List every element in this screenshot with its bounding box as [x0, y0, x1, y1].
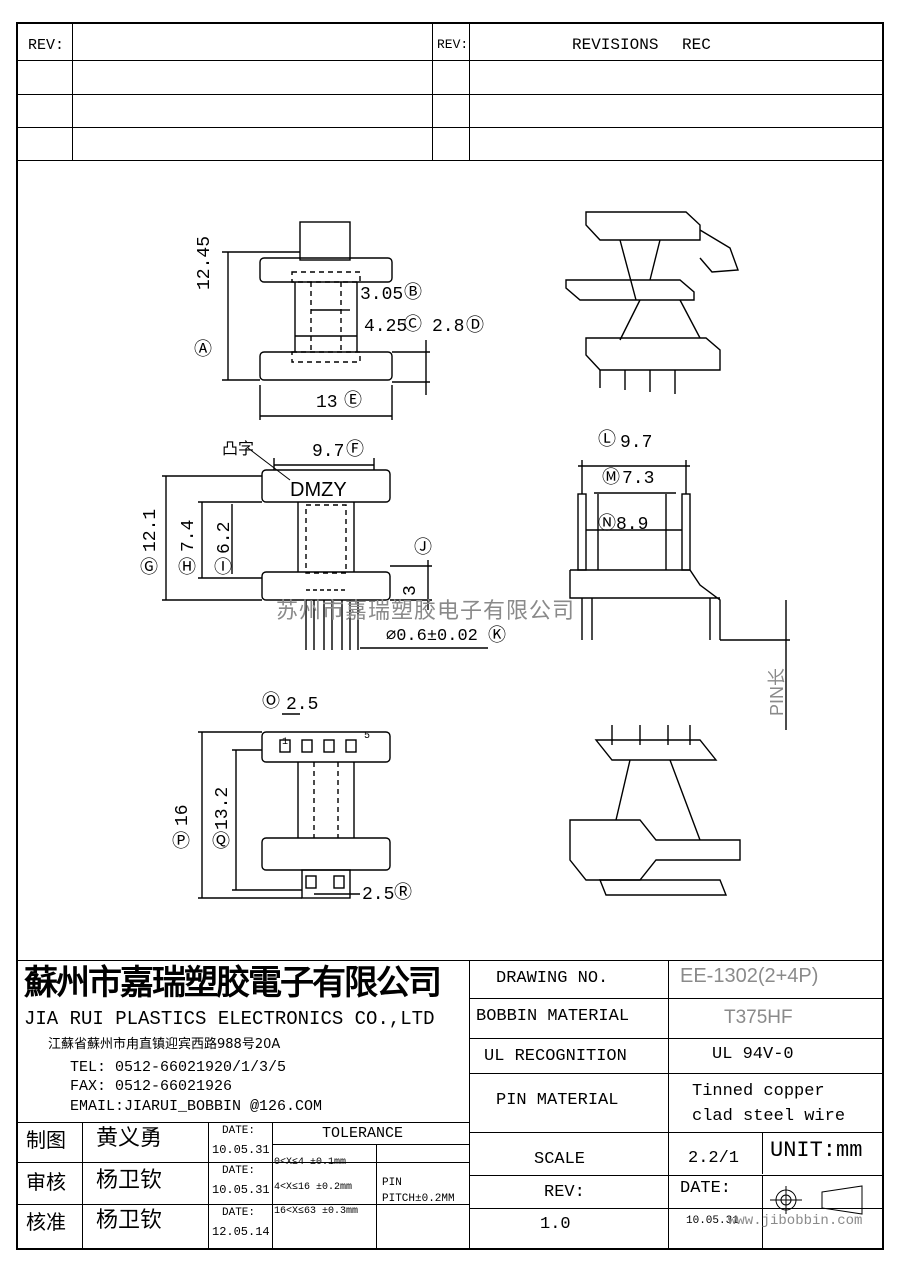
emboss-label: 凸字 [222, 441, 255, 458]
dim-C-value: 4.25 [364, 317, 408, 337]
dim-P-tag: Ⓟ [172, 833, 190, 853]
approval-date-2: 12.05.14 [212, 1225, 270, 1239]
rev-label-right: REV: [437, 37, 469, 52]
pin-material-label: PIN MATERIAL [496, 1091, 619, 1110]
tolerance-row-2: 16<X≤63 ±0.3mm [274, 1206, 359, 1217]
dim-D-value: 2.8 [432, 317, 465, 337]
company-fax: FAX: 0512-66021926 [70, 1078, 233, 1095]
dim-E-tag: Ⓔ [344, 392, 362, 412]
drawing-no: EE-1302(2+4P) [680, 965, 819, 987]
dim-N-tag: Ⓝ [598, 515, 616, 535]
front-view-mid [162, 458, 488, 650]
revisions-label: REVISIONS [572, 36, 659, 54]
approval-name-0: 黄义勇 [96, 1126, 163, 1151]
rec-label: REC [682, 36, 711, 54]
website-watermark: www.jibobbin.com [728, 1213, 863, 1229]
dim-L-value: 9.7 [620, 433, 653, 453]
dim-F-tag: Ⓕ [346, 441, 364, 461]
pin-material-line2: clad steel wire [692, 1107, 846, 1126]
tolerance-row-0: 0<X≤4 ±0.1mm [274, 1157, 347, 1168]
scale-label: SCALE [534, 1150, 586, 1169]
isometric-view-bottom [569, 725, 741, 896]
approval-date-1: 10.05.31 [212, 1183, 270, 1197]
approval-name-1: 杨卫钦 [96, 1168, 163, 1193]
dim-D-tag: Ⓓ [466, 317, 484, 337]
dim-I-tag: Ⓘ [214, 559, 232, 579]
dim-N-value: 8.9 [616, 515, 649, 535]
dim-E-value: 13 [316, 393, 338, 413]
dim-K-tag: Ⓚ [488, 627, 506, 647]
front-view-top [222, 221, 430, 420]
company-email: EMAIL:JIARUI_BOBBIN @126.COM [70, 1098, 323, 1115]
dim-M-tag: Ⓜ [602, 469, 620, 489]
ul-recognition-label: UL RECOGNITION [484, 1047, 627, 1066]
dim-H-tag: Ⓗ [178, 559, 196, 579]
company-tel: TEL: 0512-66021920/1/3/5 [70, 1059, 287, 1076]
tolerance-pin-pitch: PITCH±0.2MM [382, 1193, 455, 1205]
ul-recognition-value: UL 94V-0 [712, 1045, 794, 1064]
dim-R-tag: Ⓡ [394, 884, 412, 904]
watermark-text: 苏州市嘉瑞塑胶电子有限公司 [276, 598, 576, 623]
dim-B-tag: Ⓑ [404, 284, 422, 304]
dim-Q-tag: Ⓠ [212, 833, 230, 853]
approval-role-0: 制图 [26, 1128, 66, 1152]
pin-number-5: 5 [364, 731, 371, 742]
tolerance-pin-label: PIN [382, 1177, 402, 1189]
approval-date-label-2: DATE: [222, 1207, 256, 1219]
approval-name-2: 杨卫钦 [96, 1208, 163, 1233]
date-value: 10.05.31 [686, 1215, 739, 1227]
dim-J-tag: Ⓙ [414, 539, 432, 559]
dim-R-value: 2.5 [362, 885, 395, 905]
approval-date-label-1: DATE: [222, 1165, 256, 1177]
dim-G-tag: Ⓖ [140, 559, 158, 579]
drawing-frame [16, 22, 884, 1250]
rev-label-left: REV: [28, 37, 65, 54]
side-view-right [569, 460, 790, 730]
approval-role-2: 核准 [26, 1210, 66, 1234]
unit-label: UNIT:mm [770, 1138, 863, 1163]
isometric-view-top [565, 211, 739, 394]
pin-material-line1: Tinned copper [692, 1082, 825, 1101]
rev-label: REV: [544, 1183, 585, 1202]
bobbin-material: T375HF [724, 1007, 793, 1028]
dim-K-value: ⌀0.6±0.02 [386, 627, 478, 646]
dim-M-value: 7.3 [622, 469, 655, 489]
approval-date-label-0: DATE: [222, 1125, 256, 1137]
dim-B-value: 3.05 [360, 285, 404, 305]
company-address: 江蘇省蘇州市甪直镇迎宾西路988号20A [48, 1037, 281, 1052]
company-name-en: JIA RUI PLASTICS ELECTRONICS CO.,LTD [24, 1008, 435, 1030]
tolerance-row-1: 4<X≤16 ±0.2mm [274, 1182, 353, 1193]
rev-value: 1.0 [540, 1215, 571, 1234]
date-label: DATE: [680, 1179, 732, 1198]
approval-role-1: 审核 [26, 1170, 66, 1194]
pin-number-1: 1 [282, 737, 289, 748]
bobbin-material-label: BOBBIN MATERIAL [476, 1007, 630, 1026]
dim-C-tag: Ⓒ [404, 316, 422, 336]
bottom-view [198, 713, 391, 899]
dim-F-value: 9.7 [312, 442, 345, 462]
drawing-no-label: DRAWING NO. [496, 969, 609, 988]
tolerance-header: TOLERANCE [322, 1125, 404, 1142]
dim-A-tag: Ⓐ [194, 341, 212, 361]
scale-value: 2.2/1 [688, 1149, 740, 1168]
emboss-text: DMZY [290, 479, 347, 501]
dim-L-tag: Ⓛ [598, 431, 616, 451]
approval-date-0: 10.05.31 [212, 1143, 270, 1157]
dim-O-value: 2.5 [286, 695, 319, 715]
dim-O-tag: Ⓞ [262, 693, 280, 713]
company-name-cn: 蘇州市嘉瑞塑胶電子有限公司 [24, 963, 442, 1003]
